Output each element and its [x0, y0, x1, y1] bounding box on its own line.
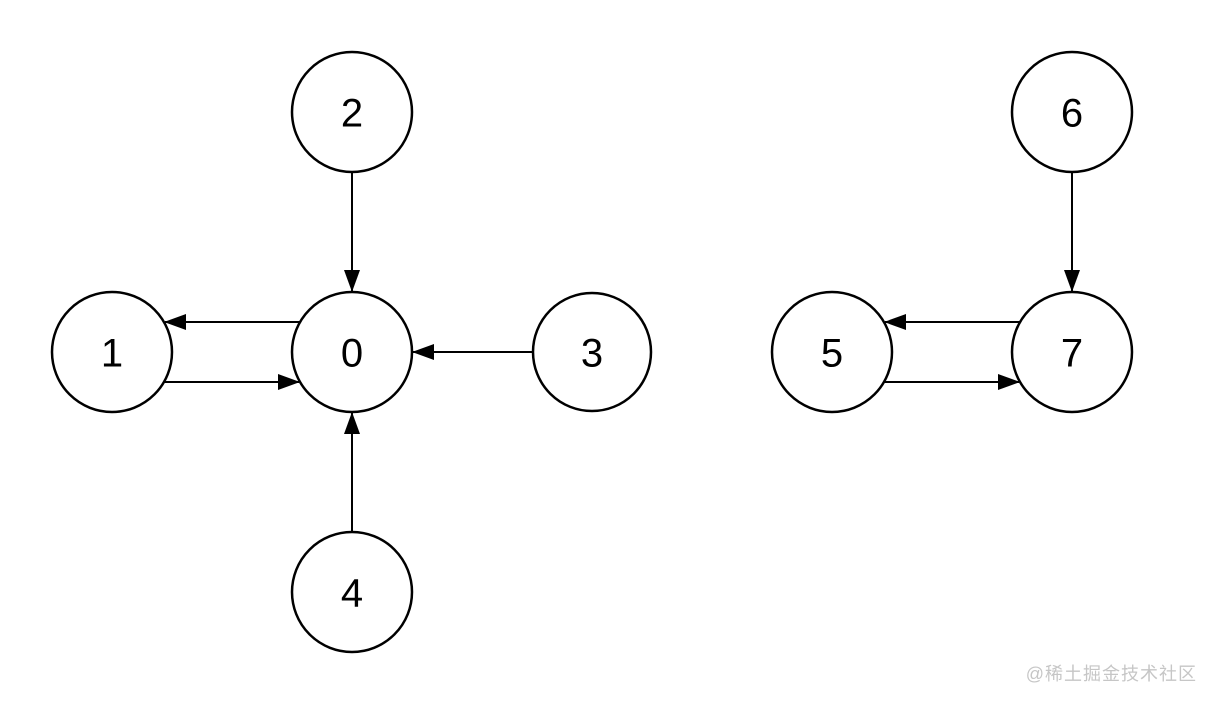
- node-circle-1: [50, 290, 174, 414]
- nodes-layer: 0 1 2 3 4 5 6 7: [50, 50, 1134, 654]
- node-circle-4: [290, 530, 414, 654]
- node-0: 0: [290, 290, 414, 414]
- node-1: 1: [50, 290, 174, 414]
- node-circle-5: [770, 290, 894, 414]
- node-label-3: 3: [581, 331, 603, 375]
- node-7: 7: [1010, 290, 1134, 414]
- node-3: 3: [531, 291, 653, 413]
- node-5: 5: [770, 290, 894, 414]
- node-6: 6: [1010, 50, 1134, 174]
- node-label-5: 5: [821, 331, 843, 375]
- node-circle-7: [1010, 290, 1134, 414]
- node-label-2: 2: [341, 91, 363, 135]
- node-circle-6: [1010, 50, 1134, 174]
- node-circle-0: [290, 290, 414, 414]
- edges-layer: [164, 172, 1080, 532]
- watermark: @稀土掘金技术社区: [1025, 664, 1197, 684]
- node-label-6: 6: [1061, 91, 1083, 135]
- node-4: 4: [290, 530, 414, 654]
- node-label-0: 0: [341, 331, 363, 375]
- node-label-7: 7: [1061, 331, 1083, 375]
- node-circle-3: [531, 291, 653, 413]
- node-label-1: 1: [101, 331, 123, 375]
- node-circle-2: [290, 50, 414, 174]
- node-2: 2: [290, 50, 414, 174]
- node-label-4: 4: [341, 571, 363, 615]
